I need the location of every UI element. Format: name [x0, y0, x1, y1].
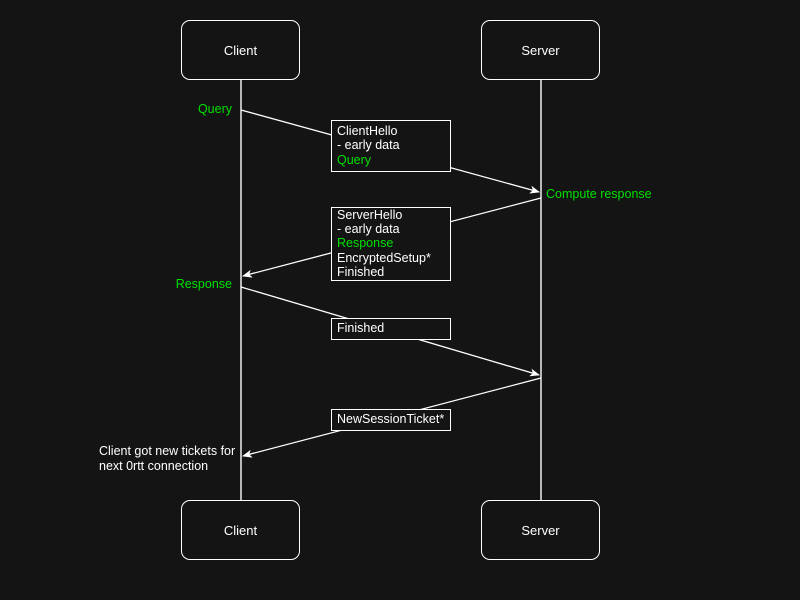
- message-box-finished[interactable]: Finished: [331, 318, 451, 340]
- message-line-server-hello-2: Response: [337, 236, 394, 251]
- note-response: Response: [175, 277, 232, 291]
- message-line-client-hello-2: Query: [337, 152, 372, 167]
- message-line-server-hello-1: - early data: [337, 222, 400, 237]
- actor-label-server-bottom: Server: [521, 522, 560, 538]
- actor-box-client-top[interactable]: Client: [181, 20, 300, 80]
- actor-label-client-top: Client: [223, 42, 258, 58]
- message-line-server-hello-4: Finished: [337, 264, 385, 279]
- note-compute-response: Compute response: [546, 187, 652, 201]
- message-line-server-hello-0: ServerHello: [337, 208, 403, 222]
- actor-label-server-top: Server: [521, 42, 560, 58]
- message-line-new-session-ticket-0: NewSessionTicket*: [337, 412, 445, 427]
- note-new-tickets-line-1: next 0rtt connection: [99, 458, 209, 473]
- actor-label-client-bottom: Client: [223, 522, 258, 538]
- note-query: Query: [197, 102, 232, 116]
- message-line-server-hello-3: EncryptedSetup*: [337, 250, 431, 265]
- message-line-client-hello-0: ClientHello: [337, 124, 398, 139]
- lifelines-group: [240, 80, 542, 500]
- actor-box-server-top[interactable]: Server: [481, 20, 600, 80]
- message-line-client-hello-1: - early data: [337, 138, 400, 153]
- message-line-finished-0: Finished: [337, 321, 385, 336]
- actor-box-server-bottom[interactable]: Server: [481, 500, 600, 560]
- actor-box-client-bottom[interactable]: Client: [181, 500, 300, 560]
- message-box-new-session-ticket[interactable]: NewSessionTicket*: [331, 409, 451, 431]
- note-new-tickets-line-0: Client got new tickets for: [99, 444, 236, 458]
